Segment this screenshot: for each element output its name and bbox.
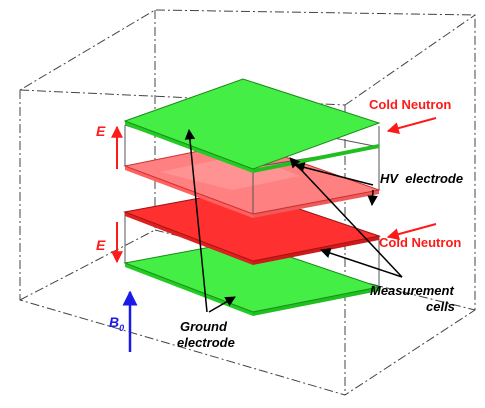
hv-electrode-label: HV electrode (380, 171, 464, 186)
hv-pointer-2 (367, 189, 378, 207)
b0-subscript: 0 (119, 322, 125, 333)
ground-electrode-label-line2: electrode (177, 335, 235, 350)
cold-neutron-arrow-top (386, 117, 437, 134)
measurement-cells-label-line1: Measurement (370, 283, 454, 298)
hv-pointer-1 (293, 162, 374, 186)
b0-label: B0 (109, 315, 124, 333)
e-field-label-top: E (96, 123, 106, 139)
cold-neutron-label-top: Cold Neutron (369, 97, 452, 112)
ground-electrode-label-line1: Ground (180, 319, 227, 334)
measurement-pointer-2 (320, 248, 403, 278)
cold-neutron-arrow-bottom (386, 223, 437, 240)
ground-pointer-1 (184, 128, 208, 313)
ground-pointer-2 (208, 296, 236, 313)
measurement-pointer-1 (289, 157, 403, 278)
ground-electrode-top (123, 78, 381, 173)
cold-neutron-label-bottom: Cold Neutron (379, 235, 462, 250)
e-field-label-bottom: E (96, 237, 106, 253)
ground-electrode-bottom (123, 240, 381, 316)
hv-electrode-bottom (123, 189, 381, 265)
b0-symbol: B (109, 314, 120, 330)
measurement-cells-label-line2: cells (426, 299, 455, 314)
